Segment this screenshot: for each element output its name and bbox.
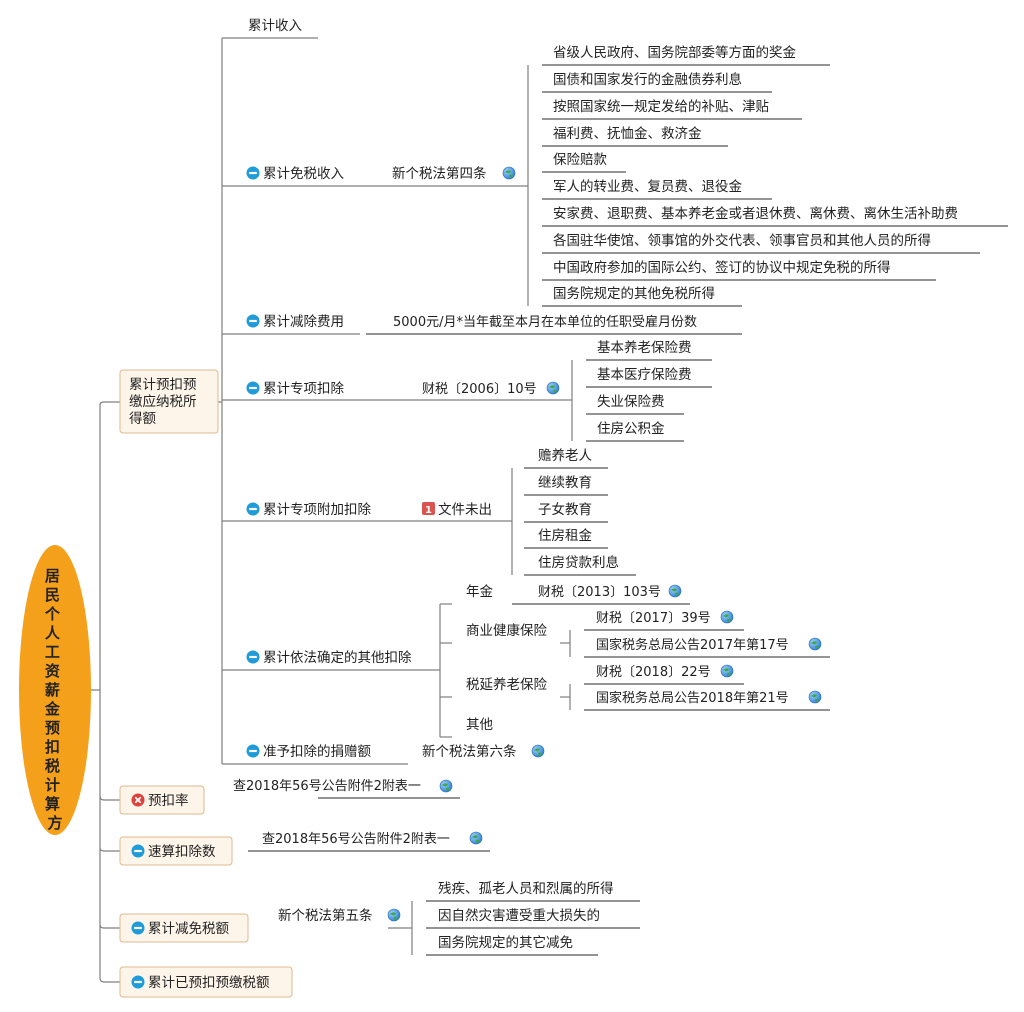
link-icon[interactable]	[546, 381, 560, 395]
list-item[interactable]: 失业保险费	[597, 394, 665, 410]
list-item[interactable]: 国务院规定的其他免税所得	[553, 285, 715, 302]
list-item[interactable]: 保险赔款	[553, 152, 607, 168]
link-icon[interactable]	[808, 690, 822, 704]
list-item[interactable]: 子女教育	[538, 501, 592, 518]
collapse-icon[interactable]	[246, 502, 260, 516]
node-donation-label: 准予扣除的捐赠额	[263, 744, 371, 760]
node-deduction-fee-label: 累计减除费用	[263, 314, 344, 330]
collapse-icon[interactable]	[131, 921, 145, 935]
health-law[interactable]: 财税〔2017〕39号	[596, 611, 711, 626]
link-icon[interactable]	[531, 744, 545, 758]
list-item[interactable]: 省级人民政府、国务院部委等方面的奖金	[553, 44, 796, 61]
root-node[interactable]: 居 民 个 人 工 资 薪 金 预 扣 税 计 算 方	[19, 545, 91, 835]
list-item[interactable]: 中国政府参加的国际公约、签订的协议中规定免税的所得	[553, 259, 891, 276]
node-special-label: 累计专项扣除	[263, 381, 344, 397]
node-quick-label: 速算扣除数	[148, 844, 216, 860]
node-prepaid-label: 累计已预扣预缴税额	[148, 975, 270, 991]
root-text: 居 民 个 人 工 资 薪 金 预 扣 税 计 算 方	[44, 567, 65, 832]
node-special[interactable]: 累计专项扣除	[246, 381, 345, 397]
node-rate-label: 预扣率	[148, 792, 189, 809]
deduction-fee-note[interactable]: 5000元/月*当年截至本月在本单位的任职受雇月份数	[393, 314, 697, 330]
node-quick[interactable]: 速算扣除数	[119, 836, 233, 866]
collapse-icon[interactable]	[131, 844, 145, 858]
underlines	[248, 64, 1008, 956]
link-icon[interactable]	[439, 779, 453, 793]
list-item[interactable]: 基本养老保险费	[597, 339, 692, 356]
list-item[interactable]: 福利费、抚恤金、救济金	[553, 126, 702, 142]
link-icon[interactable]	[720, 664, 734, 678]
list-item[interactable]: 按照国家统一规定发给的补贴、津贴	[553, 98, 769, 115]
node-income[interactable]: 累计收入	[248, 18, 302, 34]
list-item[interactable]: 因自然灾害遭受重大损失的	[438, 907, 600, 924]
quick-note[interactable]: 查2018年56号公告附件2附表一	[262, 832, 450, 847]
node-prepaid[interactable]: 累计已预扣预缴税额	[119, 966, 293, 998]
error-icon	[130, 792, 146, 808]
list-item[interactable]: 住房租金	[538, 528, 592, 544]
node-other-misc[interactable]: 其他	[466, 717, 493, 733]
list-item[interactable]: 住房贷款利息	[538, 554, 619, 571]
node-deduction-fee[interactable]: 累计减除费用	[246, 314, 345, 330]
relief-items: 残疾、孤老人员和烈属的所得 因自然灾害遭受重大损失的 国务院规定的其它减免	[438, 880, 614, 951]
node-special-additional-label: 累计专项附加扣除	[263, 502, 371, 518]
node-deferred-pension[interactable]: 税延养老保险	[466, 677, 547, 693]
list-item[interactable]: 残疾、孤老人员和烈属的所得	[438, 880, 614, 897]
link-icon[interactable]	[387, 908, 401, 922]
special-additional-items: 赡养老人 继续教育 子女教育 住房租金 住房贷款利息	[538, 448, 619, 571]
list-item[interactable]: 赡养老人	[538, 448, 592, 464]
link-icon[interactable]	[668, 584, 682, 598]
pension-law[interactable]: 财税〔2013〕103号	[538, 585, 661, 600]
list-item[interactable]: 继续教育	[538, 475, 592, 491]
node-exempt[interactable]: 累计免税收入	[246, 166, 345, 182]
rate-note[interactable]: 查2018年56号公告附件2附表一	[233, 779, 421, 794]
link-icon[interactable]	[808, 637, 822, 651]
node-exempt-label: 累计免税收入	[263, 166, 344, 182]
svg-text:1: 1	[425, 505, 432, 516]
connectors	[90, 37, 573, 983]
special-items: 基本养老保险费 基本医疗保险费 失业保险费 住房公积金	[597, 339, 692, 437]
collapse-icon[interactable]	[246, 744, 260, 758]
collapse-icon[interactable]	[131, 975, 145, 989]
link-icon[interactable]	[469, 831, 483, 845]
list-item[interactable]: 安家费、退职费、基本养老金或者退休费、离休费、离休生活补助费	[553, 205, 958, 222]
list-item[interactable]: 各国驻华使馆、领事馆的外交代表、领事官员和其他人员的所得	[553, 232, 931, 249]
node-other-label: 累计依法确定的其他扣除	[263, 650, 412, 666]
node-rate[interactable]: 预扣率	[119, 785, 205, 815]
node-other[interactable]: 累计依法确定的其他扣除	[246, 650, 412, 666]
deferred-law[interactable]: 财税〔2018〕22号	[596, 665, 711, 680]
deferred-law[interactable]: 国家税务总局公告2018年第21号	[596, 690, 789, 706]
node-special-additional[interactable]: 累计专项附加扣除	[246, 502, 372, 518]
exempt-items: 省级人民政府、国务院部委等方面的奖金 国债和国家发行的金融债券利息 按照国家统一…	[553, 44, 958, 302]
donation-law[interactable]: 新个税法第六条	[422, 743, 517, 760]
link-icon[interactable]	[720, 610, 734, 624]
collapse-icon[interactable]	[246, 650, 260, 664]
list-item[interactable]: 住房公积金	[597, 421, 665, 437]
link-icon[interactable]	[502, 166, 516, 180]
collapse-icon[interactable]	[246, 381, 260, 395]
list-item[interactable]: 基本医疗保险费	[597, 366, 692, 383]
collapse-icon[interactable]	[246, 166, 260, 180]
node-taxable[interactable]: 累计预扣预 缴应纳税所 得额	[119, 369, 219, 434]
special-law[interactable]: 财税〔2006〕10号	[422, 382, 537, 397]
list-item[interactable]: 军人的转业费、复员费、退役金	[553, 178, 742, 195]
node-relief[interactable]: 累计减免税额	[119, 913, 249, 943]
node-taxable-label: 累计预扣预 缴应纳税所 得额	[129, 377, 201, 427]
special-additional-note[interactable]: 文件未出	[438, 502, 492, 518]
priority-icon: 1	[422, 502, 435, 516]
exempt-law[interactable]: 新个税法第四条	[392, 165, 487, 182]
relief-law[interactable]: 新个税法第五条	[278, 907, 373, 924]
collapse-icon[interactable]	[246, 314, 260, 328]
node-health-insurance[interactable]: 商业健康保险	[466, 622, 547, 639]
node-pension[interactable]: 年金	[466, 584, 493, 600]
list-item[interactable]: 国债和国家发行的金融债券利息	[553, 71, 742, 88]
list-item[interactable]: 国务院规定的其它减免	[438, 934, 573, 951]
health-law[interactable]: 国家税务总局公告2017年第17号	[596, 637, 789, 653]
node-relief-label: 累计减免税额	[148, 921, 229, 937]
node-donation[interactable]: 准予扣除的捐赠额	[246, 744, 372, 760]
